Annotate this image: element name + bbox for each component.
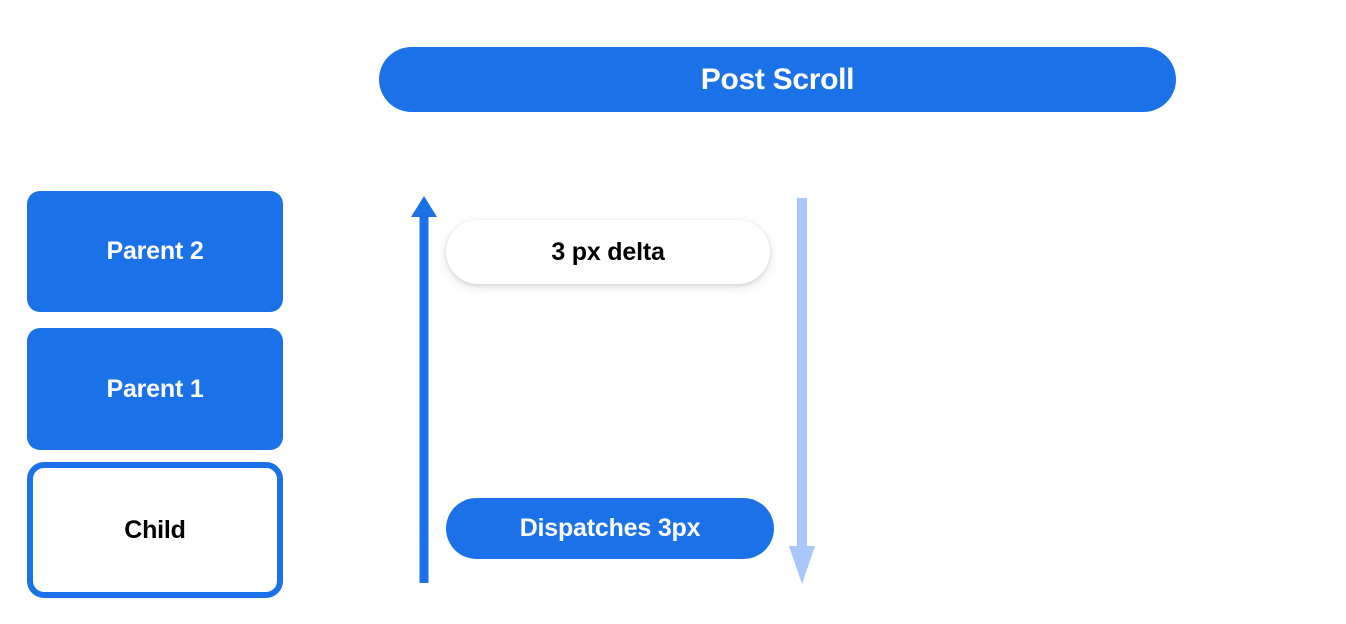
- arrow-up-icon: [411, 196, 437, 583]
- node-box-label: Parent 2: [106, 237, 204, 265]
- node-box-parent-2[interactable]: Parent 2: [27, 191, 283, 312]
- arrow-down-icon: [789, 198, 815, 584]
- dispatch-pill-label: Dispatches 3px: [519, 514, 701, 542]
- node-box-parent-1[interactable]: Parent 1: [27, 328, 283, 450]
- page-title: Post Scroll: [700, 62, 855, 96]
- post-scroll-header: Post Scroll: [379, 47, 1176, 112]
- delta-pill[interactable]: 3 px delta: [446, 220, 770, 284]
- node-box-label: Parent 1: [106, 374, 204, 403]
- delta-pill-label: 3 px delta: [551, 237, 665, 266]
- node-box-child[interactable]: Child: [27, 462, 283, 598]
- node-box-label: Child: [124, 515, 186, 544]
- dispatch-pill[interactable]: Dispatches 3px: [446, 498, 774, 559]
